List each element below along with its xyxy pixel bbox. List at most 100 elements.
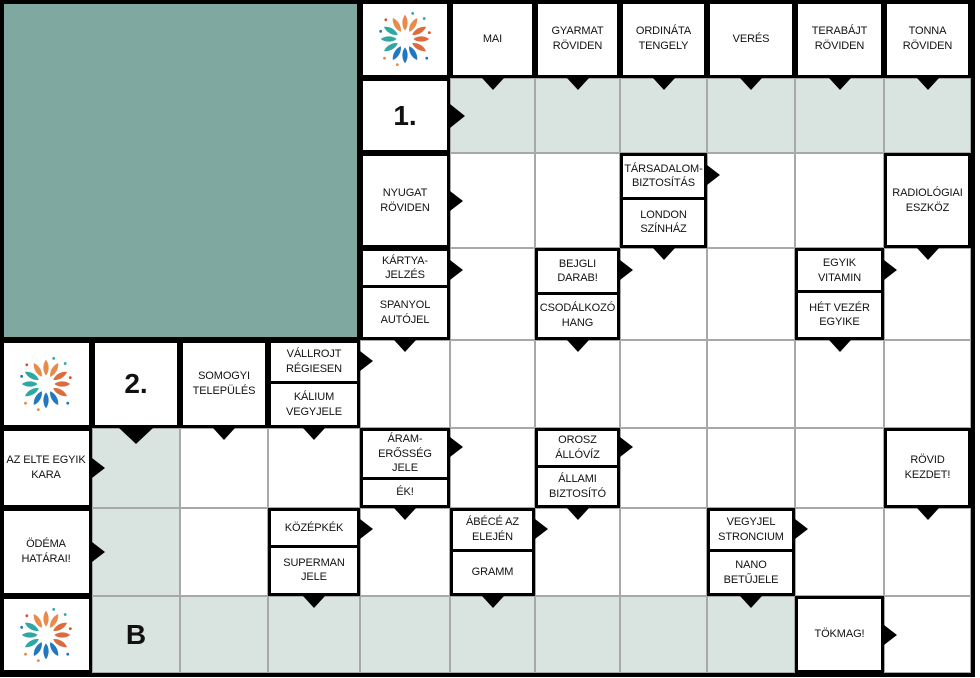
clue-cell: RADIOLÓGIAI ESZKÖZ: [884, 153, 971, 248]
answer-cell-r3c8[interactable]: [707, 248, 795, 340]
answer-cell-r5c2[interactable]: [180, 428, 268, 508]
answer-cell-r6c10[interactable]: [884, 508, 971, 596]
section-label-text: B: [125, 618, 147, 650]
answer-cell-r7c5[interactable]: [450, 596, 535, 673]
answer-cell-r4c4[interactable]: [360, 340, 450, 428]
right-arrow-icon: [707, 165, 720, 186]
clue-cell: RÖVID KEZDET!: [884, 428, 971, 508]
clue-cell-bottom: ÁLLAMI BIZTOSÍTÓ: [535, 468, 620, 508]
right-arrow-icon: [360, 350, 373, 371]
answer-cell-r3c10[interactable]: [884, 248, 971, 340]
answer-cell-r7c6[interactable]: [535, 596, 620, 673]
answer-cell-r6c4[interactable]: [360, 508, 450, 596]
answer-cell-r2c6[interactable]: [535, 153, 620, 248]
answer-cell-r3c5[interactable]: [450, 248, 535, 340]
clue-cell-bottom: CSODÁLKOZÓ HANG: [535, 294, 620, 340]
down-arrow-icon: [481, 596, 504, 608]
right-arrow-icon: [620, 436, 633, 457]
answer-cell-r1c7[interactable]: [620, 78, 707, 153]
answer-cell-r1c8[interactable]: [707, 78, 795, 153]
answer-cell-r6c6[interactable]: [535, 508, 620, 596]
answer-cell-r2c9[interactable]: [795, 153, 884, 248]
down-arrow-icon: [652, 78, 675, 90]
down-arrow-icon: [394, 508, 416, 520]
answer-cell-r7c10[interactable]: [884, 596, 971, 673]
clue-cell-top: VEGYJEL STRONCIUM: [707, 508, 795, 552]
answer-cell-r4c8[interactable]: [707, 340, 795, 428]
down-arrow-icon: [566, 508, 589, 520]
right-arrow-icon: [450, 190, 463, 211]
down-arrow-icon: [828, 78, 851, 90]
section-label-1: 1.: [360, 78, 450, 153]
clue-cell-top: BEJGLI DARAB!: [535, 248, 620, 295]
answer-cell-r1c10[interactable]: [884, 78, 971, 153]
clue-cell-bottom: LONDON SZÍNHÁZ: [620, 199, 707, 248]
clue-cell-bottom: SPANYOL AUTÓJEL: [360, 288, 450, 340]
down-arrow-icon: [916, 78, 939, 90]
down-arrow-icon: [740, 596, 762, 608]
answer-cell-r1c6[interactable]: [535, 78, 620, 153]
down-arrow-icon: [828, 340, 851, 352]
answer-cell-r2c8[interactable]: [707, 153, 795, 248]
clue-cell-bottom: NANO BETŰJELE: [707, 552, 795, 596]
answer-cell-r4c7[interactable]: [620, 340, 707, 428]
section-label-text: 1.: [393, 99, 417, 131]
clue-cell: VERÉS: [707, 0, 795, 78]
right-arrow-icon: [620, 259, 633, 280]
answer-cell-r1c9[interactable]: [795, 78, 884, 153]
answer-cell-r5c7[interactable]: [620, 428, 707, 508]
answer-cell-r4c5[interactable]: [450, 340, 535, 428]
answer-cell-r7c8[interactable]: [707, 596, 795, 673]
answer-cell-r5c5[interactable]: [450, 428, 535, 508]
clue-cell-top: EGYIK VITAMIN: [795, 248, 884, 294]
clue-cell: SOMOGYI TELEPÜLÉS: [180, 340, 268, 428]
clue-cell-bottom: ÉK!: [360, 479, 450, 508]
right-arrow-icon: [535, 518, 548, 539]
answer-cell-r6c9[interactable]: [795, 508, 884, 596]
answer-cell-r5c3[interactable]: [268, 428, 360, 508]
clue-cell: TÖKMAG!: [795, 596, 884, 673]
section-label-text: 2.: [124, 368, 148, 399]
answer-cell-r6c2[interactable]: [180, 508, 268, 596]
answer-cell-r7c4[interactable]: [360, 596, 450, 673]
clue-cell-bottom: HÉT VEZÉR EGYIKE: [795, 293, 884, 340]
answer-cell-r7c7[interactable]: [620, 596, 707, 673]
right-arrow-icon: [450, 436, 463, 457]
right-arrow-icon: [92, 458, 105, 478]
flower-logo-icon: [20, 607, 72, 662]
answer-cell-r5c1[interactable]: [92, 428, 180, 508]
answer-cell-r4c6[interactable]: [535, 340, 620, 428]
answer-cell-r6c7[interactable]: [620, 508, 707, 596]
clue-cell: ORDINÁTA TENGELY: [620, 0, 707, 78]
clue-cell-bottom: GRAMM: [450, 552, 535, 596]
clue-cell-top: KÖZÉPKÉK: [268, 508, 360, 548]
answer-cell-r7c2[interactable]: [180, 596, 268, 673]
answer-cell-r4c10[interactable]: [884, 340, 971, 428]
clue-cell-top: KÁRTYA-JELZÉS: [360, 248, 450, 289]
clue-cell-top: VÁLLROJT RÉGIESEN: [268, 340, 360, 384]
answer-cell-r4c9[interactable]: [795, 340, 884, 428]
answer-cell-r3c7[interactable]: [620, 248, 707, 340]
answer-cell-r5c8[interactable]: [707, 428, 795, 508]
section-label-B: B: [92, 596, 180, 673]
answer-cell-r6c1[interactable]: [92, 508, 180, 596]
right-arrow-icon: [884, 624, 897, 645]
down-arrow-icon: [566, 340, 589, 352]
clue-cell: TERABÁJT RÖVIDEN: [795, 0, 884, 78]
section-label-2: 2.: [92, 340, 180, 428]
right-arrow-icon: [795, 518, 808, 539]
clue-cell: MAI: [450, 0, 535, 78]
answer-cell-r2c5[interactable]: [450, 153, 535, 248]
right-arrow-icon: [92, 542, 105, 562]
down-arrow-icon: [916, 248, 939, 260]
answer-cell-r1c5[interactable]: [450, 78, 535, 153]
answer-cell-r7c3[interactable]: [268, 596, 360, 673]
down-arrow-icon: [916, 508, 939, 520]
blank-block: [0, 0, 360, 340]
answer-cell-r5c9[interactable]: [795, 428, 884, 508]
